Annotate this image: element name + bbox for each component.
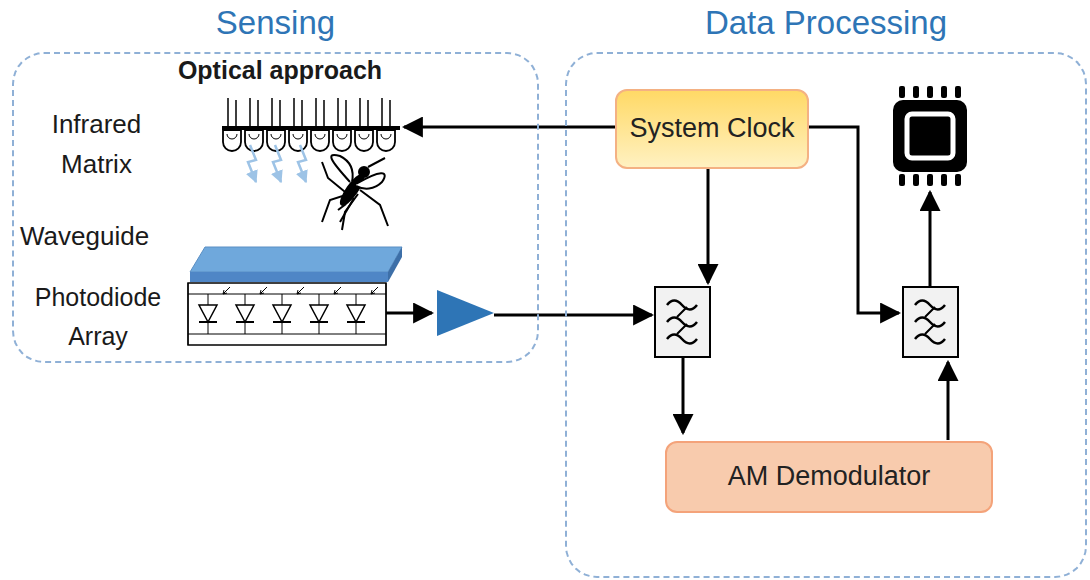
demodulator-box: AM Demodulator <box>665 441 993 513</box>
processor-chip <box>893 86 967 186</box>
processing-region: Data ProcessingSystem ClockAM Demodulato… <box>565 52 1087 578</box>
box-label: System Clock <box>629 112 794 146</box>
amplifier-symbol <box>437 290 494 336</box>
region-title: Sensing <box>14 4 537 42</box>
waveguide-slab <box>190 247 402 282</box>
component-label: Waveguide <box>20 216 180 256</box>
region-title: Data Processing <box>567 4 1085 42</box>
approach-title: Optical approach <box>150 50 410 90</box>
photodiode-symbols <box>188 283 386 345</box>
filter-symbols <box>655 287 958 357</box>
sensing-region: Sensing <box>12 52 539 363</box>
infrared-matrix <box>222 98 400 151</box>
box-label: AM Demodulator <box>728 460 931 494</box>
signal-wires <box>386 127 948 440</box>
mosquito-icon <box>322 155 388 230</box>
component-label: Photodiode Array <box>18 278 178 356</box>
light-rays <box>248 145 306 182</box>
component-label: Infrared Matrix <box>34 104 159 184</box>
clock-box: System Clock <box>615 89 808 169</box>
photodiode-array <box>188 283 386 345</box>
